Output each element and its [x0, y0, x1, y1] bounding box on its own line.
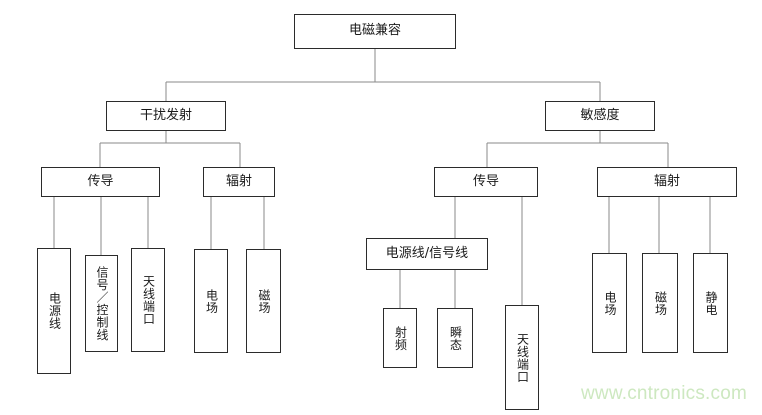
- node-label: 干扰发射: [139, 107, 192, 123]
- node-sus-radiated-esd[interactable]: 静电: [693, 253, 728, 353]
- node-em-radiated-e-field[interactable]: 电场: [194, 249, 228, 353]
- node-label: 辐射: [653, 173, 680, 189]
- node-em-conducted-antenna-port[interactable]: 天线端口: [131, 248, 165, 352]
- node-label: 电源线: [47, 292, 62, 330]
- node-emission-conducted[interactable]: 传导: [41, 167, 160, 197]
- node-interference-emission[interactable]: 干扰发射: [106, 101, 226, 131]
- node-sus-radiated-h-field[interactable]: 磁场: [642, 253, 678, 353]
- node-label: 辐射: [225, 173, 252, 189]
- node-sus-radiated-e-field[interactable]: 电场: [592, 253, 627, 353]
- node-label: 天线端口: [515, 332, 530, 383]
- node-label: 射频: [393, 325, 408, 351]
- node-label: 传导: [472, 173, 499, 189]
- node-susceptibility-conducted[interactable]: 传导: [434, 167, 538, 197]
- node-emission-radiated[interactable]: 辐射: [203, 167, 275, 197]
- node-em-conducted-signal-control-line[interactable]: 信号／控制线: [85, 255, 118, 352]
- node-sus-conducted-rf[interactable]: 射频: [383, 308, 417, 368]
- node-label: 天线端口: [141, 275, 156, 325]
- node-root-emc[interactable]: 电磁兼容: [294, 14, 456, 49]
- node-label: 磁场: [653, 290, 668, 316]
- node-label: 电场: [204, 288, 219, 314]
- node-label: 电磁兼容: [348, 23, 401, 39]
- node-em-radiated-h-field[interactable]: 磁场: [246, 249, 281, 353]
- node-susceptibility[interactable]: 敏感度: [545, 101, 655, 131]
- node-sus-conducted-transient[interactable]: 瞬态: [437, 308, 473, 368]
- node-susceptibility-radiated[interactable]: 辐射: [597, 167, 737, 197]
- watermark-cntronics: www.cntronics.com: [581, 383, 747, 404]
- node-sus-conducted-antenna-port[interactable]: 天线端口: [505, 305, 539, 410]
- node-label: 电场: [602, 290, 617, 316]
- node-em-conducted-power-line[interactable]: 电源线: [37, 248, 71, 374]
- node-label: 磁场: [256, 288, 271, 314]
- node-label: 电源线/信号线: [385, 245, 469, 261]
- node-label: 信号／控制线: [94, 266, 109, 341]
- node-sus-conducted-power-signal-line[interactable]: 电源线/信号线: [366, 238, 488, 270]
- node-label: 传导: [87, 173, 114, 189]
- node-label: 静电: [703, 290, 718, 316]
- node-label: 瞬态: [448, 325, 463, 351]
- node-label: 敏感度: [580, 107, 620, 123]
